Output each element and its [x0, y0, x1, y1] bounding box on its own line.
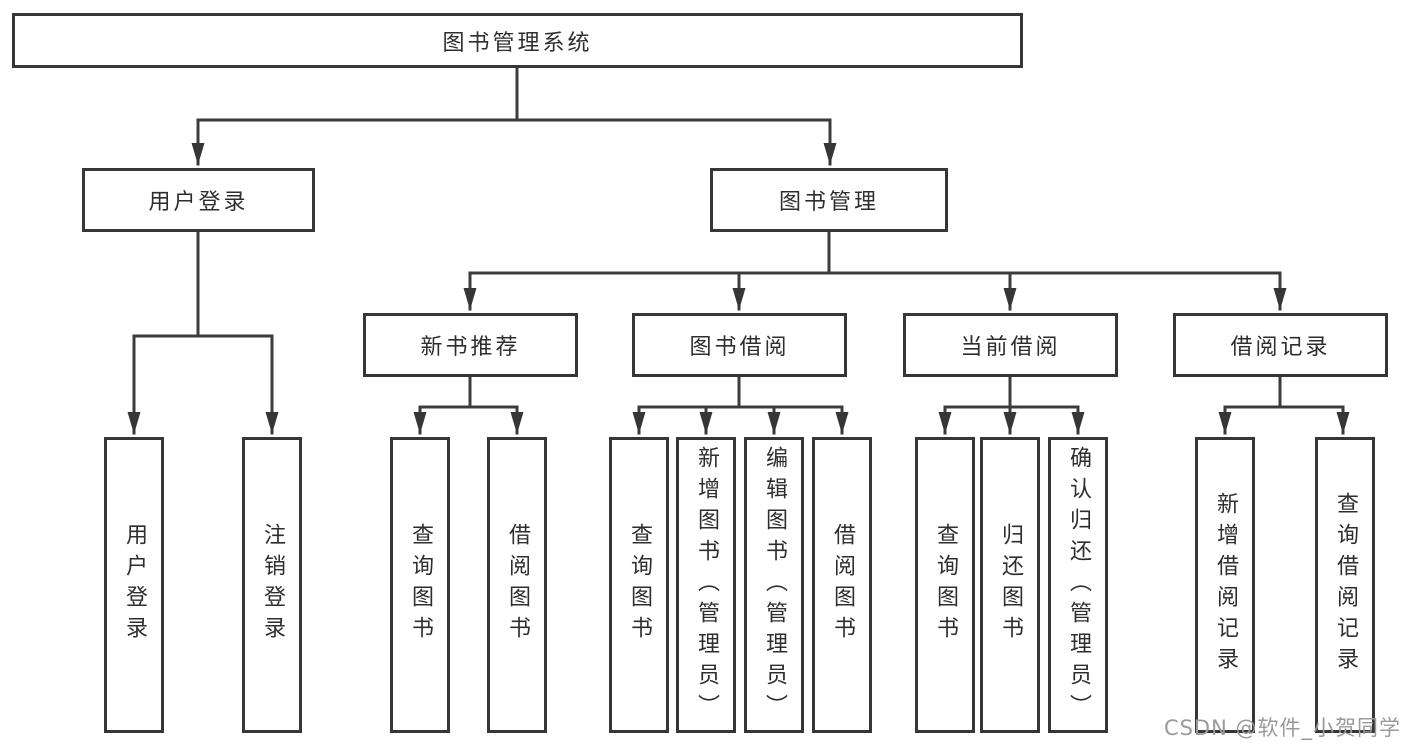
- leaf-current-confirm-return-admin: 确认归还（管理员）: [1048, 437, 1108, 733]
- leaf-current-query-books: 查询图书: [915, 437, 975, 733]
- connector-group-records: [1218, 375, 1350, 435]
- connector-group-user-login: [127, 230, 279, 435]
- node-book-management: 图书管理: [710, 168, 948, 232]
- leaf-records-query-record: 查询借阅记录: [1315, 437, 1375, 733]
- node-current-borrow: 当前借阅: [903, 313, 1118, 377]
- csdn-watermark: CSDN @软件_小贺同学: [1163, 716, 1401, 740]
- leaf-records-add-record: 新增借阅记录: [1195, 437, 1255, 733]
- leaf-logout: 注销登录: [242, 437, 302, 733]
- connector-group-book-mgmt: [463, 230, 1287, 311]
- leaf-borrow-edit-books-admin: 编辑图书（管理员）: [744, 437, 804, 733]
- connector-group-borrow: [632, 375, 849, 435]
- leaf-current-return-books: 归还图书: [980, 437, 1040, 733]
- node-new-book-recommend: 新书推荐: [363, 313, 578, 377]
- connector-group-new-book: [413, 375, 524, 435]
- node-borrow-records: 借阅记录: [1173, 313, 1388, 377]
- connector-group-root: [191, 66, 837, 166]
- leaf-borrow-query-books: 查询图书: [609, 437, 669, 733]
- node-root: 图书管理系统: [12, 13, 1023, 68]
- leaf-user-login: 用户登录: [104, 437, 164, 733]
- node-book-borrow: 图书借阅: [632, 313, 847, 377]
- leaf-newbook-borrow-books: 借阅图书: [487, 437, 547, 733]
- leaf-newbook-query-books: 查询图书: [390, 437, 450, 733]
- connector-group-current: [938, 375, 1085, 435]
- node-user-login: 用户登录: [82, 168, 315, 232]
- leaf-borrow-add-books-admin: 新增图书（管理员）: [676, 437, 736, 733]
- leaf-borrow-borrow-books: 借阅图书: [812, 437, 872, 733]
